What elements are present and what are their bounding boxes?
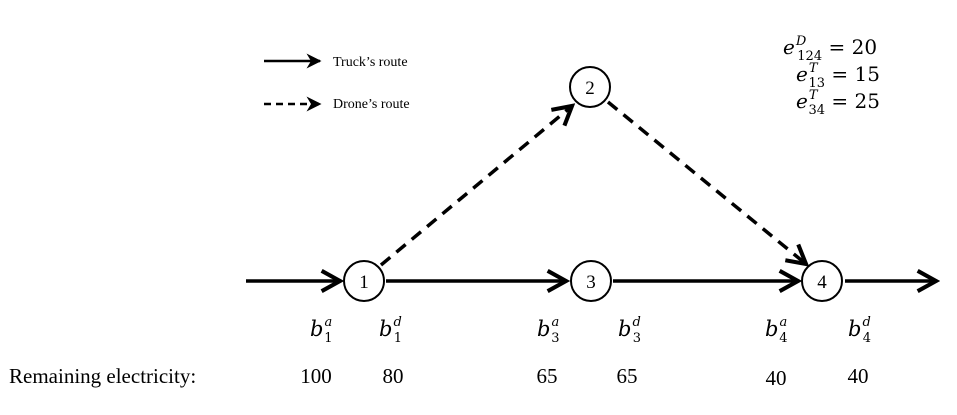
node-4-label: 4 [817,272,827,293]
node-4: 4 [801,260,843,302]
legend-truck-label: Truck’s route [333,55,408,70]
node-1: 1 [343,260,385,302]
node-2: 2 [569,66,611,108]
remaining-label: Remaining electricity: [9,364,196,388]
legend-drone-label: Drone’s route [333,97,410,112]
node-2-label: 2 [585,78,595,99]
drone-edge-1-2 [379,106,572,267]
remaining-value-b1d: 80 [383,364,404,388]
remaining-value-b4d: 40 [848,364,869,388]
drone-edge-2-4 [606,100,806,264]
node-1-label: 1 [359,272,369,293]
node-3: 3 [570,260,612,302]
remaining-value-b3d: 65 [617,364,638,388]
remaining-value-b1a: 100 [300,364,332,388]
node-3-label: 3 [586,272,596,293]
remaining-value-b3a: 65 [537,364,558,388]
remaining-value-b4a: 40 [766,366,787,390]
